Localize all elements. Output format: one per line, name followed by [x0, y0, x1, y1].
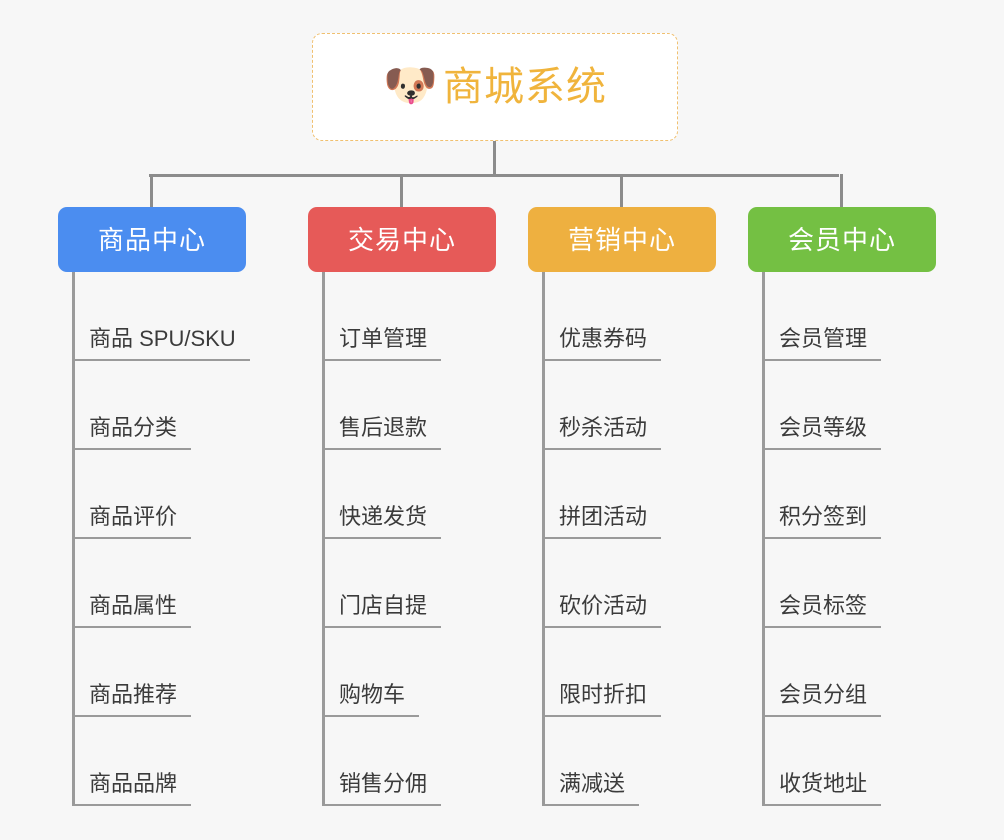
- leaf-label: 订单管理: [325, 328, 442, 361]
- leaf-item[interactable]: 积分签到: [748, 450, 936, 539]
- branch-area-trade-center: 订单管理售后退款快递发货门店自提购物车销售分佣: [308, 272, 496, 806]
- leaf-item[interactable]: 商品属性: [58, 539, 246, 628]
- leaf-item[interactable]: 门店自提: [308, 539, 496, 628]
- leaf-item[interactable]: 快递发货: [308, 450, 496, 539]
- leaf-item[interactable]: 订单管理: [308, 272, 496, 361]
- leaf-item[interactable]: 商品分类: [58, 361, 246, 450]
- category-title: 交易中心: [347, 224, 456, 255]
- category-header-trade-center[interactable]: 交易中心: [308, 207, 496, 272]
- connector-drop-trade-center: [400, 174, 403, 209]
- leaf-label: 商品品牌: [75, 773, 192, 806]
- leaf-item[interactable]: 购物车: [308, 628, 496, 717]
- column-trade-center: 交易中心订单管理售后退款快递发货门店自提购物车销售分佣: [308, 207, 496, 806]
- connector-drop-marketing-center: [620, 174, 623, 209]
- leaf-item[interactable]: 拼团活动: [528, 450, 716, 539]
- column-member-center: 会员中心会员管理会员等级积分签到会员标签会员分组收货地址: [748, 207, 936, 806]
- trunk-line-marketing-center: [542, 272, 545, 806]
- leaf-label: 商品属性: [75, 595, 192, 628]
- root-title: 商城系统: [443, 65, 607, 109]
- leaf-label: 售后退款: [325, 417, 442, 450]
- leaf-item[interactable]: 销售分佣: [308, 717, 496, 806]
- column-product-center: 商品中心商品 SPU/SKU 商品分类商品评价商品属性商品推荐商品品牌: [58, 207, 250, 806]
- leaf-label: 满减送: [545, 773, 640, 806]
- leaf-item[interactable]: 商品推荐: [58, 628, 246, 717]
- category-title: 营销中心: [567, 224, 676, 255]
- category-title: 商品中心: [97, 224, 206, 255]
- leaf-item[interactable]: 限时折扣: [528, 628, 716, 717]
- leaf-label: 收货地址: [765, 773, 882, 806]
- leaf-label: 商品 SPU/SKU: [75, 328, 250, 361]
- leaf-label: 商品评价: [75, 506, 192, 539]
- trunk-line-trade-center: [322, 272, 325, 806]
- leaf-item[interactable]: 砍价活动: [528, 539, 716, 628]
- leaf-item[interactable]: 会员等级: [748, 361, 936, 450]
- category-header-marketing-center[interactable]: 营销中心: [528, 207, 716, 272]
- branch-area-product-center: 商品 SPU/SKU 商品分类商品评价商品属性商品推荐商品品牌: [58, 272, 250, 806]
- leaf-label: 门店自提: [325, 595, 442, 628]
- connector-horizontal-bus: [149, 174, 839, 177]
- trunk-line-product-center: [72, 272, 75, 806]
- trunk-line-member-center: [762, 272, 765, 806]
- leaf-item[interactable]: 会员标签: [748, 539, 936, 628]
- leaf-item[interactable]: 商品品牌: [58, 717, 246, 806]
- connector-drop-product-center: [150, 174, 153, 209]
- leaf-label: 商品分类: [75, 417, 192, 450]
- leaf-label: 快递发货: [325, 506, 442, 539]
- column-marketing-center: 营销中心优惠券码秒杀活动拼团活动砍价活动限时折扣满减送: [528, 207, 716, 806]
- category-header-product-center[interactable]: 商品中心: [58, 207, 246, 272]
- leaf-label: 限时折扣: [545, 684, 662, 717]
- category-title: 会员中心: [787, 224, 896, 255]
- leaf-label: 会员等级: [765, 417, 882, 450]
- shiba-dog-icon: 🐶: [383, 61, 438, 110]
- leaf-label: 商品推荐: [75, 684, 192, 717]
- leaf-label: 砍价活动: [545, 595, 662, 628]
- connector-drop-member-center: [840, 174, 843, 209]
- category-header-member-center[interactable]: 会员中心: [748, 207, 936, 272]
- connector-root-stem: [493, 141, 496, 176]
- leaf-item[interactable]: 商品评价: [58, 450, 246, 539]
- leaf-label: 积分签到: [765, 506, 882, 539]
- leaf-item[interactable]: 商品 SPU/SKU: [58, 272, 250, 361]
- leaf-label: 会员管理: [765, 328, 882, 361]
- leaf-label: 拼团活动: [545, 506, 662, 539]
- leaf-label: 秒杀活动: [545, 417, 662, 450]
- leaf-item[interactable]: 优惠券码: [528, 272, 716, 361]
- leaf-item[interactable]: 会员分组: [748, 628, 936, 717]
- root-node-商城系统[interactable]: 🐶 商城系统: [312, 33, 678, 141]
- leaf-label: 会员分组: [765, 684, 882, 717]
- leaf-item[interactable]: 收货地址: [748, 717, 936, 806]
- leaf-label: 会员标签: [765, 595, 882, 628]
- leaf-label: 销售分佣: [325, 773, 442, 806]
- leaf-item[interactable]: 会员管理: [748, 272, 936, 361]
- leaf-item[interactable]: 售后退款: [308, 361, 496, 450]
- leaf-item[interactable]: 满减送: [528, 717, 716, 806]
- leaf-label: 购物车: [325, 684, 420, 717]
- leaf-item[interactable]: 秒杀活动: [528, 361, 716, 450]
- leaf-label: 优惠券码: [545, 328, 662, 361]
- branch-area-member-center: 会员管理会员等级积分签到会员标签会员分组收货地址: [748, 272, 936, 806]
- branch-area-marketing-center: 优惠券码秒杀活动拼团活动砍价活动限时折扣满减送: [528, 272, 716, 806]
